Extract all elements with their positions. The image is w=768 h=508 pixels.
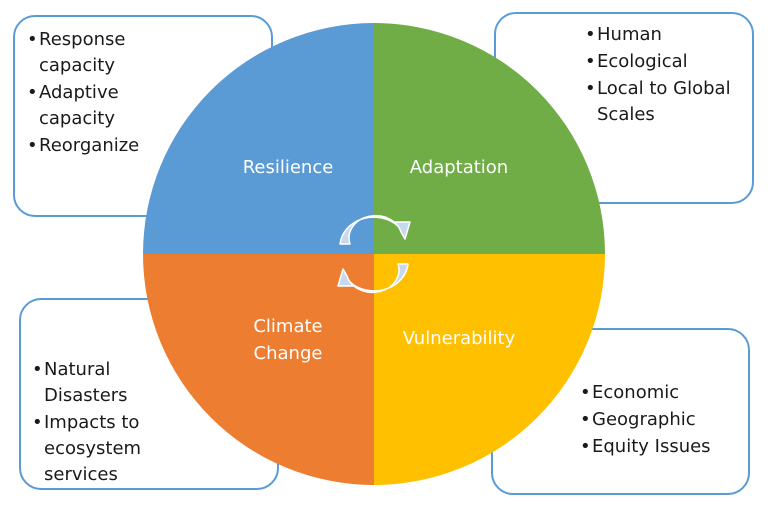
cycle-arrow-lower-icon — [337, 263, 409, 294]
item-text: Impacts to — [44, 412, 140, 433]
item-text: Natural — [44, 359, 111, 380]
adaptation-list: Human Ecological Local to Global Scales — [585, 22, 750, 129]
item-text-cont: Disasters — [44, 385, 128, 406]
climate-change-quadrant — [143, 254, 374, 485]
item-text: Adaptive — [39, 82, 119, 103]
climate-change-list: Natural Disasters Impacts to ecosystem s… — [32, 357, 152, 489]
resilience-label: Resilience — [242, 157, 334, 178]
list-item: Geographic — [580, 407, 745, 433]
resilience-list: Response capacity Adaptive capacity Reor… — [27, 27, 157, 160]
item-text: Local to Global — [597, 78, 731, 99]
climate-change-label: Climate Change — [228, 313, 348, 367]
climate-change-label-line2: Change — [253, 343, 323, 364]
item-text-cont: capacity — [39, 108, 115, 129]
item-text-cont: capacity — [39, 55, 115, 76]
vulnerability-quadrant — [374, 254, 605, 485]
list-item: Reorganize — [27, 133, 157, 159]
list-item: Response capacity — [27, 27, 157, 79]
resilience-quadrant — [143, 23, 374, 254]
list-item: Natural Disasters — [32, 357, 152, 409]
item-text: Ecological — [597, 51, 688, 72]
vulnerability-list: Economic Geographic Equity Issues — [580, 380, 745, 461]
list-item: Equity Issues — [580, 434, 745, 460]
list-item: Impacts to ecosystem services — [32, 410, 152, 488]
item-text: Response — [39, 29, 126, 50]
list-item: Economic — [580, 380, 745, 406]
list-item: Adaptive capacity — [27, 80, 157, 132]
item-text: Economic — [592, 382, 680, 403]
list-item: Ecological — [585, 49, 750, 75]
adaptation-quadrant — [374, 23, 605, 254]
cycle-arrow-upper-icon — [339, 214, 411, 245]
item-text-cont: Scales — [597, 104, 655, 125]
list-item: Human — [585, 22, 750, 48]
list-item: Local to Global Scales — [585, 76, 750, 128]
item-text: Human — [597, 24, 662, 45]
item-text: Geographic — [592, 409, 696, 430]
climate-change-label-line1: Climate — [253, 316, 323, 337]
item-text-cont: ecosystem services — [44, 438, 142, 485]
item-text: Reorganize — [39, 135, 140, 156]
item-text: Equity Issues — [592, 436, 711, 457]
vulnerability-label: Vulnerability — [402, 328, 516, 349]
adaptation-label: Adaptation — [409, 157, 509, 178]
